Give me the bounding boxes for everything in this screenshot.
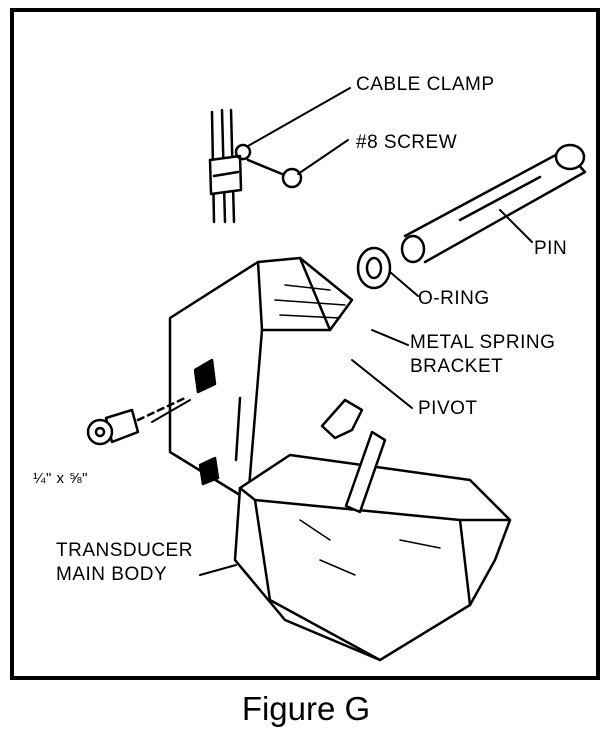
label-bracket-line1: METAL SPRING (410, 332, 556, 353)
label-body-line2: MAIN BODY (56, 564, 168, 585)
label-bolt: ¼" x ⅝" (33, 470, 89, 487)
bolt-part (86, 396, 187, 446)
label-cable-clamp: CABLE CLAMP (356, 74, 495, 95)
metal-spring-bracket-part (168, 256, 354, 502)
label-body-line1: TRANSDUCER (56, 540, 193, 561)
figure-caption: Figure G (241, 690, 371, 727)
pin-part (400, 143, 587, 264)
label-o-ring: O-RING (418, 288, 490, 309)
transducer-body-part (233, 430, 512, 662)
screw-part (246, 158, 303, 189)
label-screw: #8 SCREW (356, 132, 458, 153)
label-pivot: PIVOT (418, 398, 478, 419)
leader-lines (151, 87, 533, 576)
figure-frame (10, 8, 600, 680)
pivot-part (320, 398, 364, 440)
o-ring-part (356, 246, 392, 290)
label-bracket-line2: BRACKET (410, 356, 504, 377)
label-pin: PIN (534, 238, 568, 259)
cable-clamp-part (208, 108, 252, 224)
